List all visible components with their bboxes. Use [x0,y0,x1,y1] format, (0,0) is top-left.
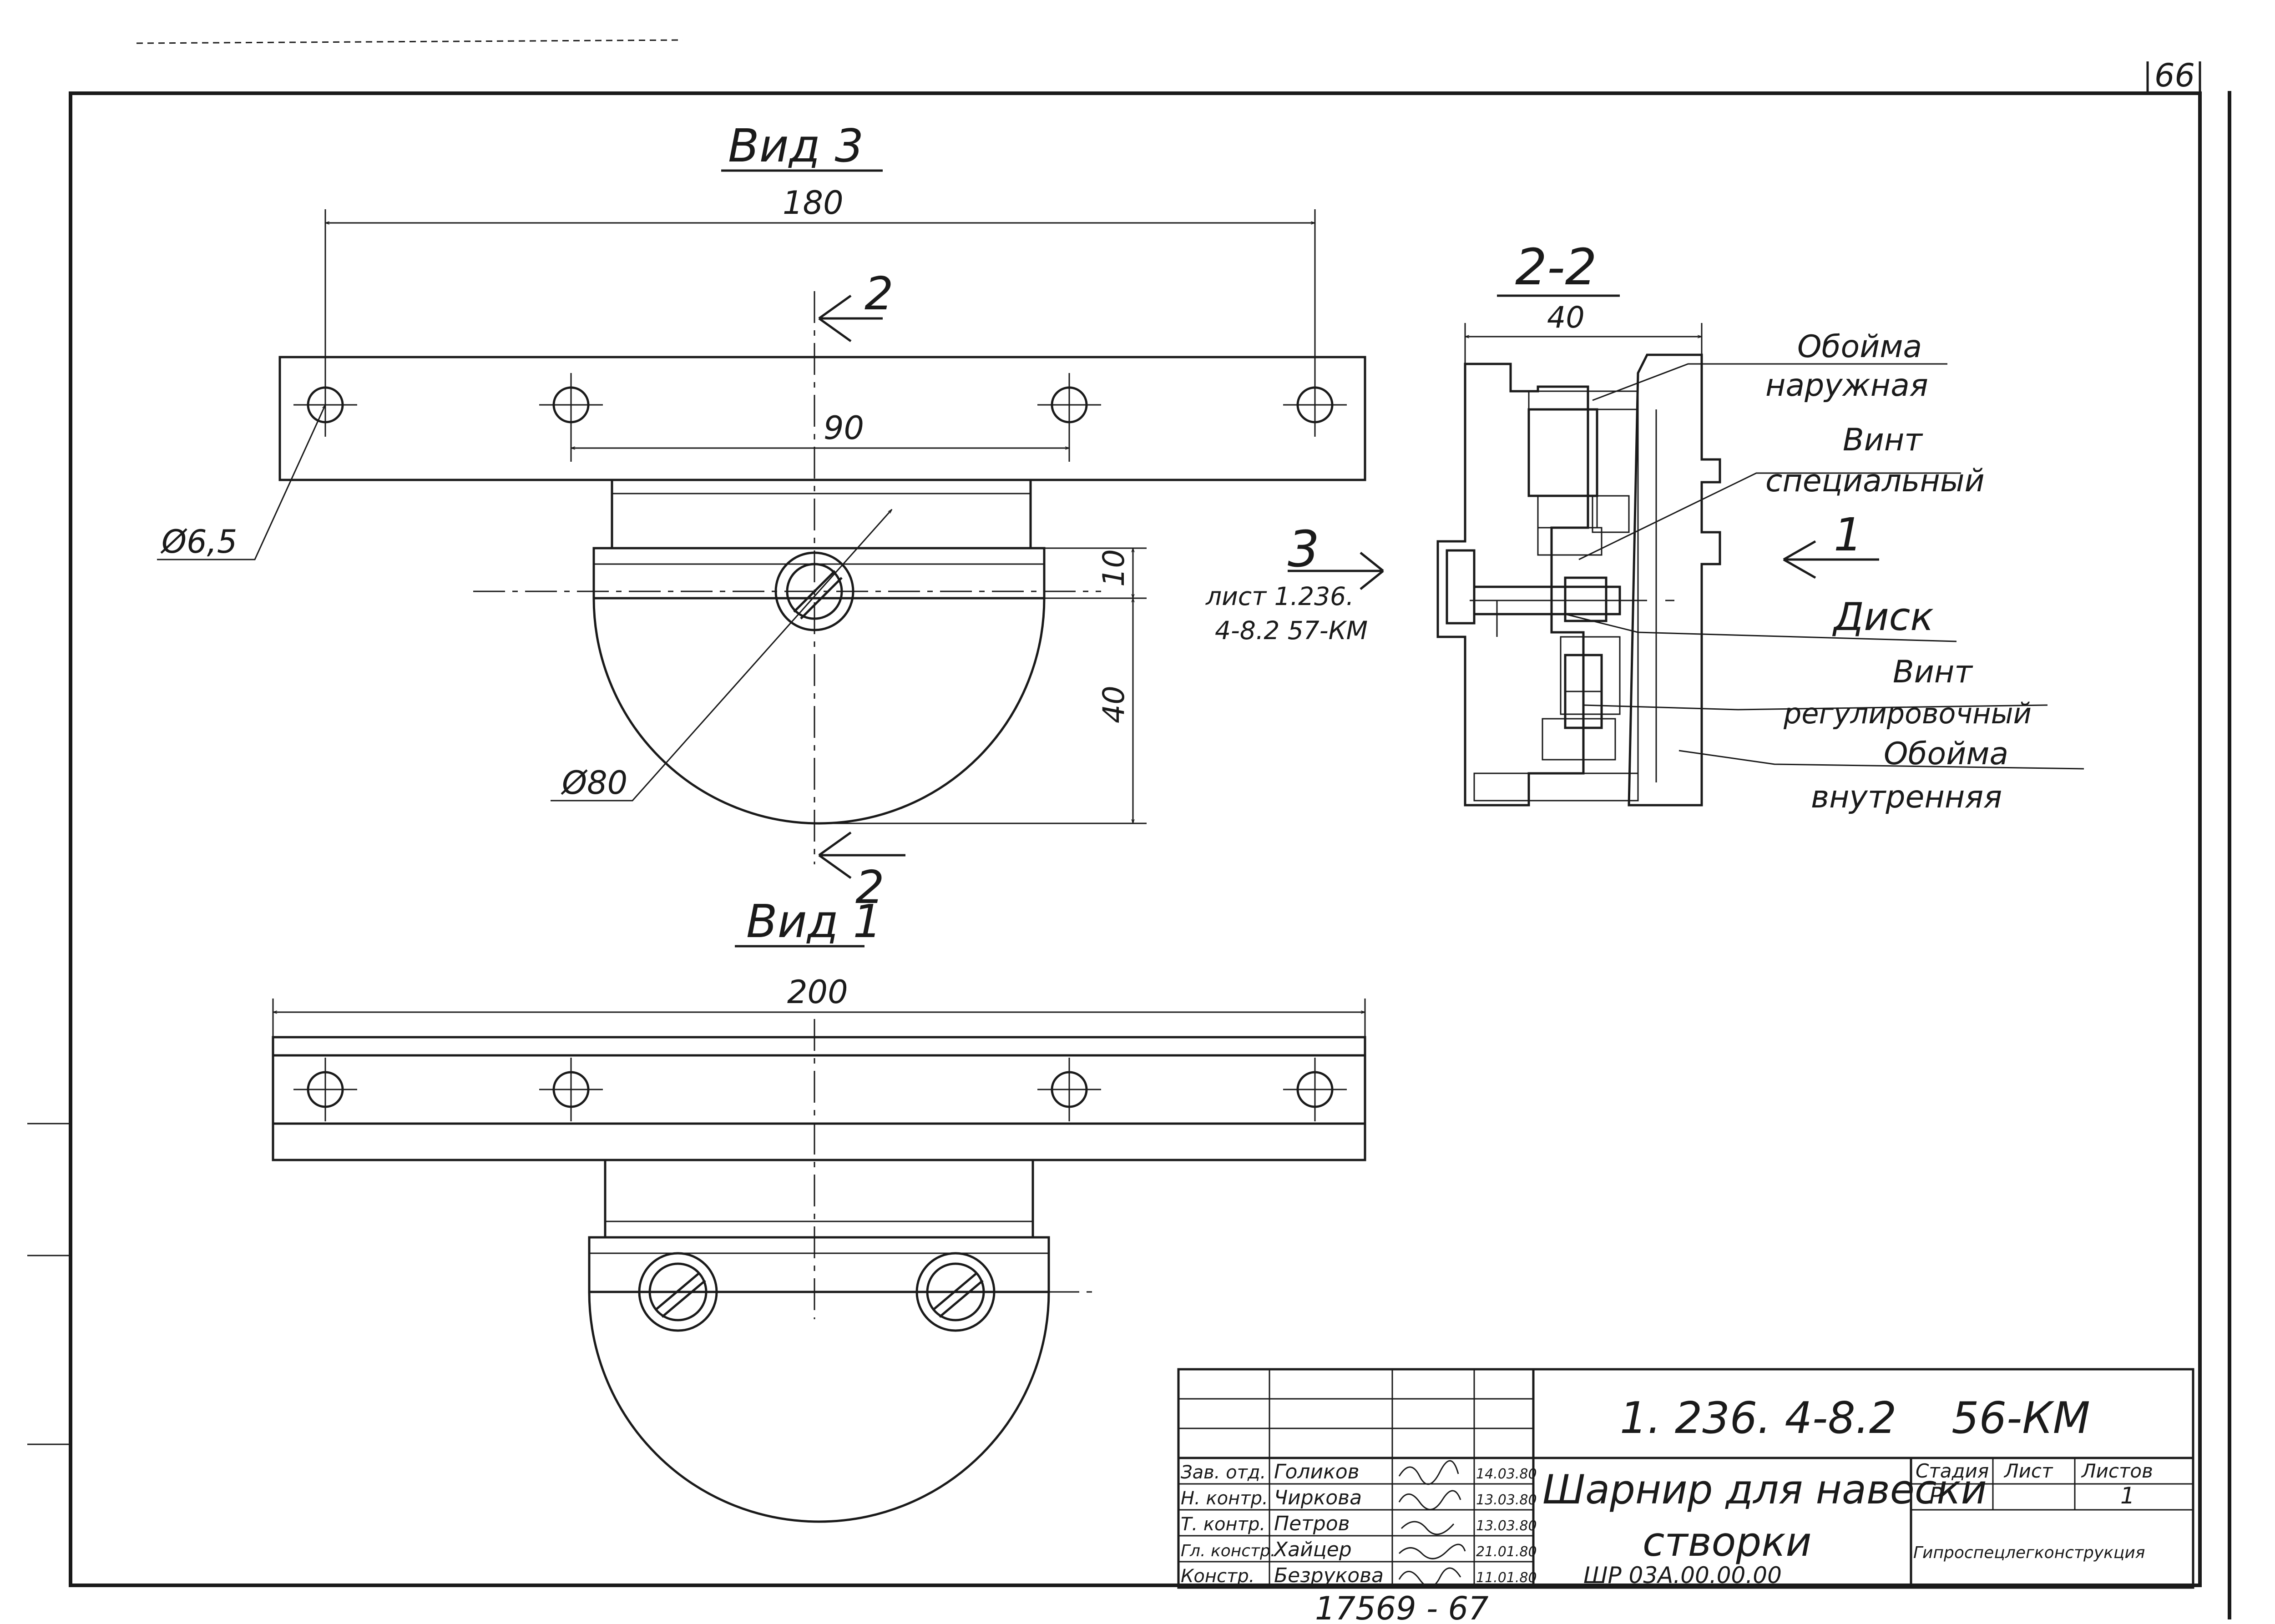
label-outer-ring-1: Обойма [1797,329,1922,365]
row-date: 13.03.80 [1476,1518,1537,1534]
label-special-screw-1: Винт [1843,422,1923,458]
label-inner-ring-2: внутренняя [1811,779,2002,815]
dim-200: 200 [787,973,848,1011]
dim-dia-80: Ø80 [561,764,627,802]
section-2-2: 2-2 40 1 [1436,238,2084,807]
sheet-frame [27,39,2231,1619]
row-role: Н. контр. [1181,1488,1268,1509]
dim-10: 10 [1097,549,1131,587]
section-mark-bottom: 2 [855,861,885,914]
row-date: 13.03.80 [1476,1492,1537,1508]
stage-header: Стадия [1916,1460,1989,1482]
row-date: 21.01.80 [1476,1544,1537,1560]
view-1-holes [293,1058,1347,1121]
view-3-reference: 3 лист 1.236. 4-8.2 57-КМ [1205,520,1384,645]
view-3: Вид 3 180 90 Ø6,5 [157,119,1366,914]
section-dim-40: 40 [1547,301,1585,335]
drawing-code: 1. 236. 4-8.2 56-КМ [1620,1393,2090,1443]
label-adjust-screw-2: регулировочный [1783,697,2032,730]
row-role: Гл. констр. [1181,1542,1275,1560]
section-2-2-title: 2-2 [1515,238,1597,296]
dim-180: 180 [783,184,844,222]
section-arrow-label: 1 [1834,508,1863,561]
row-date: 14.03.80 [1476,1466,1537,1482]
label-outer-ring-2: наружная [1765,368,1928,403]
bar-holes [293,373,1347,437]
dim-40: 40 [1097,686,1131,723]
label-inner-ring-1: Обойма [1884,736,2008,772]
dim-hole-dia: Ø6,5 [160,523,237,560]
archive-number: 17569 - 67 [1315,1590,1489,1624]
row-name: Голиков [1274,1460,1360,1483]
view-ref-num: 3 [1288,520,1320,578]
row-role: Констр. [1181,1566,1254,1587]
row-name: Хайцер [1273,1538,1352,1561]
signatures [1398,1460,1466,1588]
row-role: Зав. отд. [1181,1462,1266,1483]
signature-rows: Зав. отд. Голиков 14.03.80 Н. контр. Чир… [1181,1460,1537,1587]
section-mark-top: 2 [864,267,894,320]
view-1-title: Вид 1 [746,895,882,948]
view-ref-line1: лист 1.236. [1205,582,1354,611]
row-name: Петров [1274,1512,1350,1535]
stage-value: Р [1929,1483,1943,1509]
title-block: 1. 236. 4-8.2 56-КМ Шарнир для навески с… [1177,1368,2194,1589]
sheets-header: Листов [2081,1460,2153,1482]
label-adjust-screw-1: Винт [1893,654,1973,690]
row-name: Чиркова [1274,1486,1362,1509]
sheets-value: 1 [2120,1483,2135,1509]
sheet-header: Лист [2003,1460,2053,1482]
organization: Гипроспецлегконструкция [1913,1543,2145,1562]
sheet-number: 66 [2154,57,2195,94]
label-special-screw-2: специальный [1765,463,1985,499]
row-name: Безрукова [1274,1564,1384,1587]
drawing-name-1: Шарнир для навески [1542,1466,1987,1513]
dim-90: 90 [824,409,864,447]
label-disk: Диск [1832,595,1934,640]
section-labels: Обойма наружная Винт специальный Диск Ви… [1765,329,2032,815]
drawing-designation: ШР 03А.00.00.00 [1583,1562,1782,1589]
view-1: Вид 1 200 [272,895,1366,1523]
row-date: 11.01.80 [1476,1570,1537,1586]
row-role: Т. контр. [1181,1514,1265,1535]
drawing-name-2: створки [1643,1518,1812,1565]
view-3-title: Вид 3 [728,119,864,172]
view-ref-line2: 4-8.2 57-КМ [1215,616,1368,645]
